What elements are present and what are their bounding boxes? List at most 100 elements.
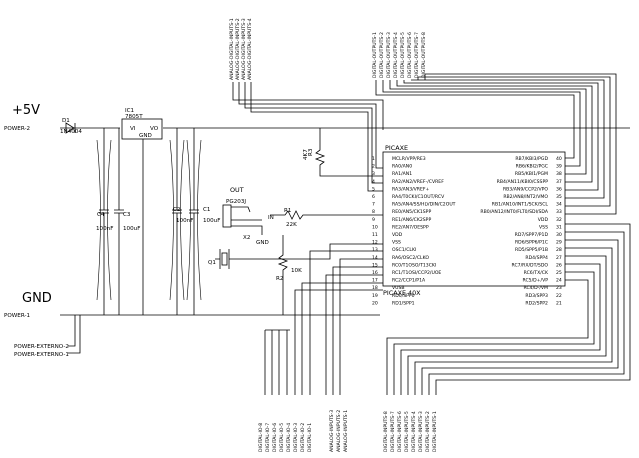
chip-left-pin-name: MCLR/VPP/RE3 xyxy=(392,156,426,162)
chip-right-pin-name: RD4/SPP4 xyxy=(525,255,548,261)
chip-right-pin-num: 25 xyxy=(556,270,562,276)
chip-right-pin-name: RC4/D-/VM xyxy=(524,285,549,291)
connector-digital-output: DIGITAL-OUTPUTS-6 xyxy=(407,32,413,78)
chip-right-pin-name: RB6/KBI2/PGC xyxy=(516,164,548,170)
part-c3-val: 100uF xyxy=(123,226,140,232)
chip-right-pin-num: 38 xyxy=(556,171,562,177)
chip-left-pin-num: 19 xyxy=(372,293,378,299)
port-power1: POWER-1 xyxy=(4,313,31,319)
port-in: IN xyxy=(268,215,274,221)
chip-right-pin-num: 40 xyxy=(556,156,562,162)
connector-analog-digital-input: ANALOG-DIGITAL-INPUTS-3 xyxy=(241,18,247,80)
connector-analog-input: ANALOG-INPUTS-3 xyxy=(329,410,335,452)
chip-right-pin-num: 27 xyxy=(556,255,562,261)
chip-right-pin-num: 29 xyxy=(556,240,562,246)
connector-digital-io: DIGITAL-IO-4 xyxy=(286,423,292,452)
chip-left-pin-num: 20 xyxy=(372,300,378,306)
part-ic1-gnd: GND xyxy=(139,133,152,139)
chip-left-pin-name: RA0/AN0 xyxy=(392,164,412,170)
chip-left-pin-name: RD0/SPP0 xyxy=(392,293,415,299)
part-c3: C3 xyxy=(123,212,131,218)
connector-digital-output: DIGITAL-OUTPUTS-1 xyxy=(372,32,378,78)
chip-left-pin-num: 8 xyxy=(372,209,375,215)
chip-right-pin-num: 34 xyxy=(556,202,562,208)
part-r1: R1 xyxy=(284,208,292,214)
chip-left-pin-num: 5 xyxy=(372,186,375,192)
connector-analog-input: ANALOG-INPUTS-2 xyxy=(336,410,342,452)
chip-left-pin-name: VSS xyxy=(392,240,401,246)
connector-digital-input: DIGITAL-INPUTS-6 xyxy=(397,411,403,452)
port-ext1: POWER-EXTERNO-1 xyxy=(14,352,69,358)
chip-left-pin-name: RA6/OSC2/CLKO xyxy=(392,255,429,261)
chip-left-pin-name: RA5/AN4/SS/HLVDIN/C2OUT xyxy=(392,202,456,208)
chip-right-pin-num: 39 xyxy=(556,164,562,170)
connector-digital-io: DIGITAL-IO-2 xyxy=(300,423,306,452)
port-power2: POWER-2 xyxy=(4,126,30,132)
connector-analog-digital-input: ANALOG-DIGITAL-INPUTS-1 xyxy=(229,18,235,80)
port-ext2: POWER-EXTERNO-2 xyxy=(14,344,69,350)
chip-left-pin-name: RD1/SPP1 xyxy=(392,300,415,306)
part-ic1-val: 7805T xyxy=(125,114,143,120)
connector-analog-digital-input: ANALOG-DIGITAL-INPUTS-2 xyxy=(235,18,241,80)
chip-left-pin-num: 4 xyxy=(372,179,375,185)
part-d1: D1 xyxy=(62,118,70,124)
chip-left-pin-num: 17 xyxy=(372,278,378,284)
part-ic1: IC1 xyxy=(125,108,135,114)
chip-left-pin-num: 18 xyxy=(372,285,378,291)
connector-digital-io: DIGITAL-IO-7 xyxy=(265,423,271,452)
connector-analog-digital-input: ANALOG-DIGITAL-INPUTS-4 xyxy=(247,18,253,80)
part-r2: R2 xyxy=(276,276,283,282)
connector-analog-input: ANALOG-INPUTS-1 xyxy=(343,410,349,452)
chip-left-pin-num: 9 xyxy=(372,217,375,223)
part-r2-val: 10K xyxy=(291,268,302,274)
labels: +5V GND POWER-2POWER-1POWER-EXTERNO-2POWER… xyxy=(4,18,562,452)
part-ic1-vi: VI xyxy=(130,126,136,132)
connector-digital-input: DIGITAL-INPUTS-3 xyxy=(418,411,424,452)
chip-left-pin-name: RC2/CCP1/P1A xyxy=(392,278,426,284)
connector-digital-input: DIGITAL-INPUTS-1 xyxy=(432,411,438,452)
chip-right-pin-name: RC5/D+/VP xyxy=(523,278,549,284)
chip-right-pin-num: 33 xyxy=(556,209,562,215)
connector-digital-io: DIGITAL-IO-3 xyxy=(293,423,299,452)
chip-right-pin-name: RD3/SPP3 xyxy=(525,293,548,299)
wiring xyxy=(60,73,631,395)
part-x2: X2 xyxy=(243,235,250,241)
chip-left-pin-name: RC0/T1OSO/T13CKI xyxy=(392,262,436,268)
chip-right-pin-num: 35 xyxy=(556,194,562,200)
chip-left-pin-name: RE1/AN6/CK2SPP xyxy=(392,217,431,223)
connector-digital-output: DIGITAL-OUTPUTS-5 xyxy=(400,32,406,78)
chip-left-pin-name: OSC1/CLKI xyxy=(392,247,416,253)
connector-digital-output: DIGITAL-OUTPUTS-4 xyxy=(393,32,399,78)
port-gnd-small: GND xyxy=(256,240,269,246)
part-c4: C4 xyxy=(97,212,105,218)
chip-right-pin-name: VSS xyxy=(539,224,548,230)
part-q1: Q1 xyxy=(208,260,216,266)
chip-left-pin-name: VDD xyxy=(392,232,403,238)
chip-left-pin-name: RC1/T1OSI/CCP2/UOE xyxy=(392,270,441,276)
chip-left-pin-num: 3 xyxy=(372,171,375,177)
chip-right-pin-num: 24 xyxy=(556,278,562,284)
part-c4-val: 100nF xyxy=(96,226,113,232)
chip-right-pin-name: RB7/KBI3/PGD xyxy=(515,156,548,162)
chip-right-pin-name: RD7/SPP7/P1D xyxy=(515,232,549,238)
chip-right-pin-num: 32 xyxy=(556,217,562,223)
chip-left-pin-name: VUSB xyxy=(392,285,405,291)
chip-right-pin-name: RB2/AN8/INT2/VMO xyxy=(503,194,548,200)
chip-right-pin-num: 31 xyxy=(556,224,562,230)
chip-right-pin-name: RD6/SPP6/P1C xyxy=(515,240,548,246)
part-ic1-vo: VO xyxy=(150,126,159,132)
connector-digital-output: DIGITAL-OUTPUTS-8 xyxy=(421,32,427,78)
connector-digital-input: DIGITAL-INPUTS-7 xyxy=(390,411,396,452)
part-c2-val: 100nF xyxy=(176,218,193,224)
chip-left-pin-name: RA4/T0CKI/C1OUT/RCV xyxy=(392,194,445,200)
chip-right-pin-num: 23 xyxy=(556,285,562,291)
chip-left-pin-num: 12 xyxy=(372,240,378,246)
part-d1-val: 1N4004 xyxy=(60,129,82,135)
chip-right-pin-name: RB4/AN11/KBI0/CSSPP xyxy=(497,179,549,185)
chip-right-pin-name: RB1/AN10/INT1/SCK/SCL xyxy=(492,202,549,208)
rail-vplus: +5V xyxy=(12,103,40,118)
chip-name: PICAXE xyxy=(385,144,408,152)
part-r3-val: 4K7 xyxy=(303,149,309,160)
chip-left-pin-num: 7 xyxy=(372,202,375,208)
